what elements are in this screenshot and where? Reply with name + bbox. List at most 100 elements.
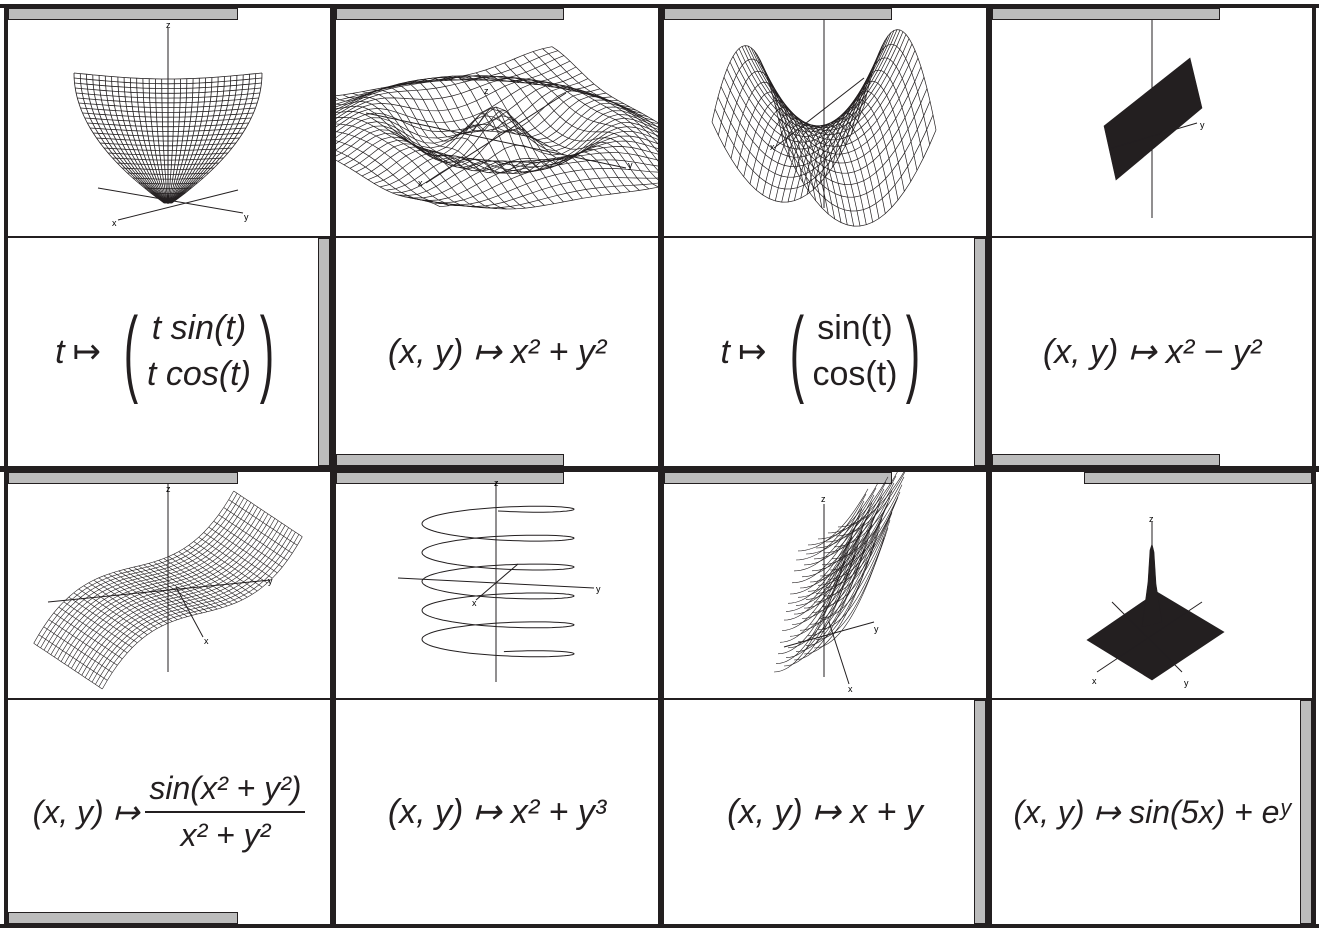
mesh-line	[781, 536, 853, 631]
axis-label-x: x	[472, 598, 477, 608]
mesh-line	[336, 87, 619, 139]
axis-label-x: x	[848, 684, 853, 694]
formula-lhs: t	[720, 332, 730, 371]
mesh-line	[439, 186, 658, 210]
mesh-line	[813, 511, 885, 603]
mesh-line	[819, 520, 891, 619]
mesh-line	[74, 518, 276, 671]
mesh-line	[336, 50, 559, 101]
mesh-line	[98, 75, 166, 204]
mesh-line	[40, 495, 241, 649]
mesh-line	[379, 126, 658, 188]
fraction-denominator: x² + y²	[180, 817, 271, 853]
axis-label-x: x	[1092, 676, 1097, 686]
mesh-line	[797, 488, 869, 552]
mesh-line	[765, 57, 919, 155]
formula-lhs: t	[55, 332, 65, 371]
formula-sin5x-plus-exp: (x, y) ↦ sin(5x) + eʸ	[1013, 794, 1291, 830]
mesh-line	[170, 74, 244, 204]
formula-card-8: (x, y) ↦ sin(5x) + eʸ	[992, 700, 1312, 924]
mesh-line	[813, 488, 885, 560]
axis-label-y: y	[1184, 678, 1189, 688]
mesh-line	[391, 135, 658, 194]
tab-marker	[8, 8, 238, 20]
spike-plot: z x y	[1086, 514, 1225, 688]
mesh-line	[95, 531, 296, 685]
tab-marker	[336, 472, 564, 484]
mesh-line	[36, 493, 238, 646]
mesh-line	[768, 66, 922, 164]
mesh-line	[385, 130, 658, 191]
mesh-line	[771, 76, 925, 174]
mesh-line	[774, 88, 928, 185]
mesh-line	[809, 503, 881, 583]
formula-x2-plus-y3: (x, y) ↦ x² + y³	[387, 793, 607, 831]
mesh-line	[50, 502, 252, 655]
mesh-line	[799, 509, 871, 589]
tab-marker	[664, 472, 892, 484]
mesh-line	[373, 122, 658, 184]
mesh-line	[759, 43, 913, 141]
mesh-line	[730, 81, 804, 183]
tab-marker	[336, 8, 564, 20]
mesh-line	[795, 493, 867, 561]
mesh-line	[167, 79, 175, 204]
mesh-line	[343, 102, 649, 166]
vector: ( t sin(t) t cos(t) )	[123, 298, 275, 405]
mesh-line	[797, 515, 869, 598]
vector-top: t sin(t)	[151, 309, 247, 348]
saddle-plot: x	[711, 20, 937, 227]
mesh-line	[169, 77, 213, 204]
mesh-line	[130, 77, 167, 204]
axis-label-z: z	[166, 484, 171, 494]
tab-marker	[318, 238, 330, 466]
mesh-line	[783, 129, 937, 227]
plot-card-ripple: z x y	[336, 8, 658, 236]
mesh-line	[367, 117, 658, 181]
mesh-line	[791, 530, 863, 625]
mesh-line	[60, 509, 262, 662]
mesh-line	[783, 529, 855, 621]
mesh-line	[720, 70, 874, 167]
mesh-line	[714, 92, 868, 190]
mesh-line	[79, 73, 165, 204]
mesh-line	[349, 106, 655, 169]
vector-top: sin(t)	[817, 309, 893, 348]
mesh-line	[827, 472, 898, 534]
mesh-line	[171, 73, 257, 204]
tab-marker	[336, 454, 564, 466]
mesh-line	[726, 52, 880, 150]
mesh-line	[361, 87, 555, 204]
base-surface	[1086, 591, 1225, 681]
mesh-line	[123, 77, 167, 204]
tab-marker	[8, 472, 238, 484]
formula-card-3: t ↦ ( sin(t) cos(t) )	[664, 238, 986, 466]
mesh-line	[825, 501, 897, 588]
plot-card-saddle: x	[664, 8, 986, 236]
grid-col-divider-3	[986, 4, 992, 928]
mesh-line	[805, 487, 877, 555]
wave-sheets-plot: z x y	[773, 472, 906, 694]
formula-x2-plus-y2: (x, y) ↦ x² + y²	[387, 333, 607, 371]
mesh-line	[831, 484, 903, 560]
mesh-line	[336, 81, 607, 128]
mesh-line	[155, 78, 168, 204]
mesh-line	[744, 29, 898, 127]
axis-label-y: y	[628, 160, 633, 170]
mesh-line	[785, 525, 857, 612]
mesh-line	[92, 74, 166, 204]
mesh-line	[735, 35, 889, 133]
mesh-line	[336, 89, 625, 144]
grid-col-divider-1	[330, 4, 336, 928]
mesh-line	[551, 46, 658, 124]
mesh-line	[750, 31, 904, 129]
mesh-line	[168, 78, 181, 204]
formula-card-1: t ↦ ( t sin(t) t cos(t) )	[8, 238, 330, 466]
mesh-line	[33, 490, 234, 644]
mesh-line	[717, 80, 871, 178]
mesh-line	[434, 182, 658, 209]
mesh-line	[415, 159, 658, 204]
axis-label-z: z	[494, 478, 499, 488]
mesh-line	[409, 152, 658, 201]
